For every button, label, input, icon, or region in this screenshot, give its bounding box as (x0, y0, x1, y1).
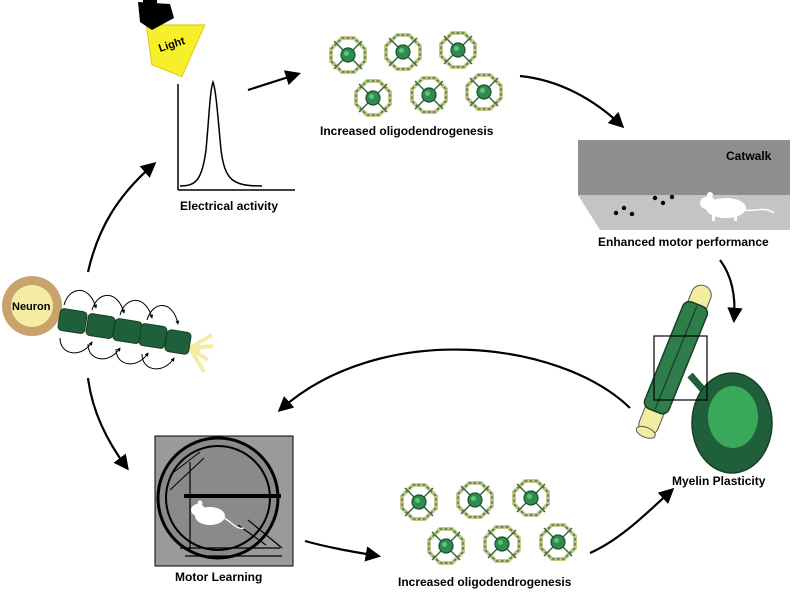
oligodendrogenesis-top-label: Increased oligodendrogenesis (320, 124, 494, 138)
arrow-myelin-to-motor (277, 348, 631, 413)
electrical-activity-label: Electrical activity (180, 199, 278, 213)
cycle-arrows (86, 70, 743, 562)
arrow-neuron-to-wheel (86, 377, 129, 471)
mouse-icon (700, 192, 775, 221)
running-wheel-icon (154, 435, 294, 567)
arrow-oligo-to-catwalk (519, 74, 625, 129)
oligodendrocyte-cluster-bottom (400, 479, 577, 565)
lamp-icon (138, 0, 206, 78)
myelin-plasticity-label: Myelin Plasticity (672, 474, 766, 488)
neuron-label: Neuron (12, 301, 51, 313)
oligodendrogenesis-bottom-label: Increased oligodendrogenesis (398, 575, 572, 589)
arrow-wheel-to-oligo (304, 539, 382, 562)
electrical-activity-plot (177, 79, 295, 191)
saltatory-conduction-arrows (59, 289, 180, 370)
catwalk-label: Catwalk (726, 149, 772, 163)
arrow-catwalk-to-myelin (719, 259, 743, 324)
neuron-cell-body (2, 276, 62, 336)
motor-learning-label: Motor Learning (175, 570, 262, 584)
arrow-oligo-to-myelin (589, 487, 675, 555)
arrow-neuron-to-light (86, 161, 157, 273)
myelinated-axon (57, 308, 214, 374)
arrow-electrical-to-oligo (247, 70, 301, 92)
oligodendrocyte-cluster-top (329, 31, 503, 117)
myelin-plasticity-illustration (635, 284, 773, 474)
enhanced-motor-label: Enhanced motor performance (598, 235, 769, 249)
